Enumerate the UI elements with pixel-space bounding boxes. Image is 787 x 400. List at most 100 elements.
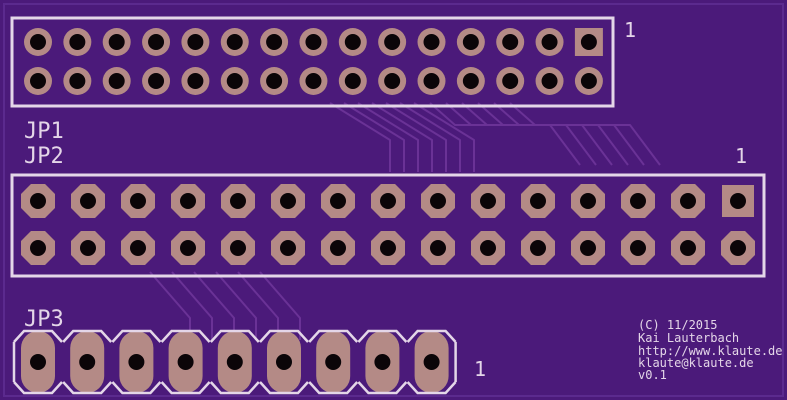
jp1-drill <box>187 73 204 89</box>
jp1-drill <box>226 34 243 50</box>
jp2-drill <box>630 240 646 256</box>
jp2-drill <box>680 240 696 256</box>
jp1-drill <box>69 73 86 89</box>
trace <box>343 102 405 172</box>
jp2-drill <box>430 240 446 256</box>
jp1-drill <box>148 34 165 50</box>
jp1-drill <box>30 73 46 89</box>
jp2-outline <box>10 173 766 278</box>
jp1-drill <box>423 73 440 89</box>
jp2-drill <box>130 193 146 209</box>
jp3-drill <box>423 354 440 370</box>
connector-jp2: JP2 1 <box>10 144 766 278</box>
jp1-drill <box>344 34 361 50</box>
credits-email: klaute@klaute.de <box>638 356 754 370</box>
jp3-drill <box>374 354 391 370</box>
trace <box>215 271 257 340</box>
jp1-drill <box>384 73 401 89</box>
jp1-drill <box>305 73 322 89</box>
jp1-drill <box>187 34 204 50</box>
jp2-drill <box>680 193 696 209</box>
jp2-pin1-marker: 1 <box>735 144 747 168</box>
jp1-drill <box>108 34 125 50</box>
jp2-pads <box>21 184 755 265</box>
jp2-drill <box>580 240 596 256</box>
jp3-pin1-marker: 1 <box>474 357 486 381</box>
jp2-drill <box>280 240 296 256</box>
jp3-drill <box>226 354 243 370</box>
jp1-drill <box>580 34 597 50</box>
trace <box>413 102 475 172</box>
jp1-drill <box>69 34 86 50</box>
jp3-drill <box>177 354 194 370</box>
jp3-drill <box>128 354 145 370</box>
credits-copyright: (C) 11/2015 <box>638 318 717 332</box>
jp1-drill <box>305 34 322 50</box>
jp2-drill <box>180 240 196 256</box>
jp1-drill <box>226 73 243 89</box>
credits-author: Kai Lauterbach <box>638 331 739 345</box>
jp2-drill <box>230 193 246 209</box>
jp1-drill <box>502 73 519 89</box>
jp2-drill <box>430 193 446 209</box>
jp2-drill <box>30 193 46 209</box>
jp1-pin1-marker: 1 <box>624 18 636 42</box>
copper-traces <box>149 102 661 340</box>
trace <box>399 102 461 172</box>
jp3-pads <box>21 331 449 393</box>
jp2-drill <box>180 193 196 209</box>
jp2-drill <box>380 193 396 209</box>
jp2-drill <box>630 193 646 209</box>
jp2-drill <box>580 193 596 209</box>
jp3-drill <box>79 354 96 370</box>
jp2-drill <box>730 240 746 256</box>
credits-block: (C) 11/2015 Kai Lauterbach http://www.kl… <box>638 318 783 382</box>
jp1-drill <box>502 34 519 50</box>
jp3-designator: JP3 <box>24 307 64 332</box>
jp1-drill <box>580 73 597 89</box>
jp3-outline <box>12 329 457 395</box>
credits-url: http://www.klaute.de <box>638 344 783 358</box>
trace <box>385 102 447 172</box>
jp2-drill <box>530 240 546 256</box>
jp1-drill <box>541 73 558 89</box>
jp2-drill <box>330 193 346 209</box>
jp2-drill <box>30 240 46 256</box>
jp1-drill <box>344 73 361 89</box>
jp1-drill <box>462 73 479 89</box>
jp2-drill <box>380 240 396 256</box>
connector-jp3: JP3 1 <box>12 307 486 395</box>
jp1-designator: JP1 <box>24 119 64 144</box>
jp2-drill <box>480 240 496 256</box>
jp1-pads <box>24 28 603 95</box>
jp1-outline <box>10 16 615 108</box>
trace <box>357 102 419 172</box>
jp3-drill <box>276 354 292 370</box>
jp1-drill <box>266 34 283 50</box>
connector-jp1: 1 JP1 <box>10 16 636 144</box>
jp1-drill <box>266 73 283 89</box>
jp2-drill <box>130 240 146 256</box>
jp2-drill <box>230 240 246 256</box>
jp2-drill <box>280 193 296 209</box>
trace <box>371 102 433 172</box>
jp1-drill <box>108 73 125 89</box>
trace <box>509 102 661 166</box>
jp1-drill <box>148 73 165 89</box>
jp2-drill <box>80 193 96 209</box>
jp2-drill <box>530 193 546 209</box>
jp2-drill <box>80 240 96 256</box>
jp1-drill <box>30 34 46 50</box>
jp2-drill <box>730 193 746 209</box>
credits-version: v0.1 <box>638 368 667 382</box>
jp1-drill <box>462 34 479 50</box>
jp1-drill <box>384 34 401 50</box>
jp1-drill <box>423 34 440 50</box>
jp2-drill <box>480 193 496 209</box>
jp2-drill <box>330 240 346 256</box>
board-edge <box>3 3 784 397</box>
jp3-drill <box>325 354 342 370</box>
jp2-designator: JP2 <box>24 144 64 169</box>
